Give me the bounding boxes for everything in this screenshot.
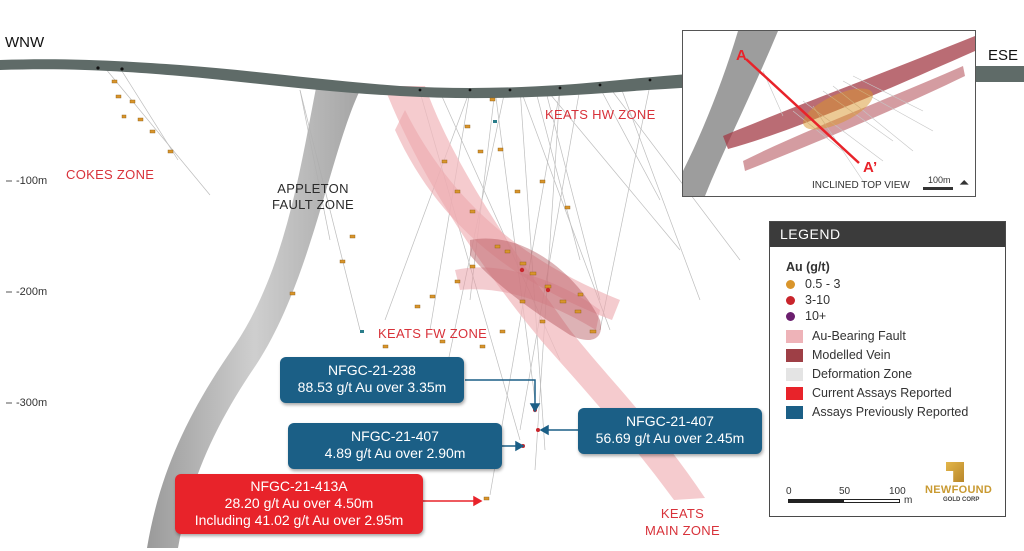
red-dot-icon bbox=[786, 295, 795, 305]
inset-assay-cluster bbox=[803, 88, 873, 130]
callout-hole-id: NFGC-21-407 bbox=[626, 413, 714, 429]
direction-west: WNW bbox=[5, 34, 45, 51]
section-label-a: A bbox=[736, 47, 747, 64]
keats-hw-fault bbox=[395, 110, 620, 320]
callout-result: 4.89 g/t Au over 2.90m bbox=[324, 445, 466, 461]
legend-au-high-label: 10+ bbox=[805, 309, 827, 323]
legend-previous-label: Assays Previously Reported bbox=[812, 405, 969, 419]
inset-scale-label: 100m bbox=[928, 175, 951, 185]
scale-unit: m bbox=[904, 495, 913, 506]
keats-fw-zone-label: KEATS FW ZONE bbox=[378, 326, 488, 341]
keats-fw-fault bbox=[455, 267, 600, 330]
inset-deformation-band bbox=[683, 31, 778, 196]
callout-hole-id: NFGC-21-413A bbox=[250, 478, 348, 494]
assay-markers bbox=[111, 79, 597, 501]
callout-nfgc-21-407-a: NFGC-21-407 4.89 g/t Au over 2.90m bbox=[288, 423, 502, 469]
keats-hw-zone-label: KEATS HW ZONE bbox=[545, 107, 656, 122]
legend-deformation-label: Deformation Zone bbox=[812, 367, 913, 381]
legend-previous: Assays Previously Reported bbox=[786, 405, 968, 419]
callout-result-including: Including 41.02 g/t Au over 2.95m bbox=[194, 512, 404, 528]
depth-label-300: -300m bbox=[16, 397, 48, 409]
legend-au-heading: Au (g/t) bbox=[786, 260, 830, 274]
keats-main-fault bbox=[384, 86, 705, 500]
deformation-swatch-icon bbox=[786, 367, 803, 381]
fault-swatch-icon bbox=[786, 329, 803, 343]
scale-tick-0: 0 bbox=[786, 486, 792, 497]
inset-top-view: A A’ INCLINED TOP VIEW 100m ⏶ bbox=[682, 30, 976, 197]
legend-au-low: 0.5 - 3 bbox=[786, 277, 840, 291]
logo-text: NEWFOUND bbox=[925, 484, 993, 496]
callout-nfgc-21-407-b: NFGC-21-407 56.69 g/t Au over 2.45m bbox=[578, 408, 762, 454]
vein-swatch-icon bbox=[786, 348, 803, 362]
callout-nfgc-21-413a: NFGC-21-413A 28.20 g/t Au over 4.50m Inc… bbox=[175, 474, 423, 534]
modelled-vein bbox=[470, 238, 601, 340]
legend-au-mid-label: 3-10 bbox=[805, 293, 831, 307]
scale-tick-50: 50 bbox=[839, 486, 851, 497]
depth-label-100: -100m bbox=[16, 175, 48, 187]
inset-drawing bbox=[683, 31, 975, 196]
callout-leader-current bbox=[423, 495, 483, 507]
north-arrow-icon: ⏶ bbox=[959, 175, 970, 190]
current-swatch-icon bbox=[786, 386, 803, 400]
callout-result: 88.53 g/t Au over 3.35m bbox=[297, 379, 447, 395]
callout-leaders bbox=[465, 379, 578, 452]
legend-au-high: 10+ bbox=[786, 309, 826, 323]
gold-dot-icon bbox=[786, 279, 795, 289]
legend-fault-label: Au-Bearing Fault bbox=[812, 329, 906, 343]
callout-hole-id: NFGC-21-407 bbox=[351, 428, 439, 444]
inset-caption: INCLINED TOP VIEW bbox=[812, 180, 910, 191]
legend-deformation: Deformation Zone bbox=[786, 367, 912, 381]
newfound-logo-icon bbox=[946, 462, 964, 482]
section-label-a-prime: A’ bbox=[863, 159, 878, 176]
depth-label-200: -200m bbox=[16, 286, 48, 298]
collar-dots bbox=[96, 66, 652, 92]
legend-vein-label: Modelled Vein bbox=[812, 348, 891, 362]
legend-au-mid: 3-10 bbox=[786, 293, 830, 307]
keats-main-zone-label: KEATS MAIN ZONE bbox=[645, 506, 720, 538]
legend-current: Current Assays Reported bbox=[786, 386, 952, 400]
legend-title: LEGEND bbox=[770, 222, 1005, 247]
legend-fault: Au-Bearing Fault bbox=[786, 329, 906, 343]
purple-dot-icon bbox=[786, 311, 795, 321]
depth-ticks bbox=[6, 180, 12, 404]
inset-scale-bar bbox=[923, 187, 953, 190]
appleton-fault-band bbox=[147, 86, 362, 548]
scale-tick-100: 100 bbox=[889, 486, 906, 497]
inset-section-line bbox=[745, 58, 860, 164]
legend: LEGEND Au (g/t) 0.5 - 3 3-10 10+ Au-Bear… bbox=[769, 221, 1006, 517]
legend-au-low-label: 0.5 - 3 bbox=[805, 277, 841, 291]
direction-east: ESE bbox=[988, 47, 1019, 64]
inset-vein-band bbox=[743, 66, 965, 171]
previous-swatch-icon bbox=[786, 405, 803, 419]
callout-hole-id: NFGC-21-238 bbox=[328, 362, 416, 378]
appleton-zone-label: APPLETON FAULT ZONE bbox=[272, 181, 354, 212]
legend-vein: Modelled Vein bbox=[786, 348, 891, 362]
callout-result: 56.69 g/t Au over 2.45m bbox=[595, 430, 745, 446]
scale-bar bbox=[788, 499, 900, 503]
cokes-zone-label: COKES ZONE bbox=[66, 167, 155, 182]
callout-result: 28.20 g/t Au over 4.50m bbox=[224, 495, 374, 511]
logo-subtext: GOLD CORP bbox=[943, 497, 980, 503]
callout-nfgc-21-238: NFGC-21-238 88.53 g/t Au over 3.35m bbox=[280, 357, 464, 403]
legend-current-label: Current Assays Reported bbox=[812, 386, 952, 400]
